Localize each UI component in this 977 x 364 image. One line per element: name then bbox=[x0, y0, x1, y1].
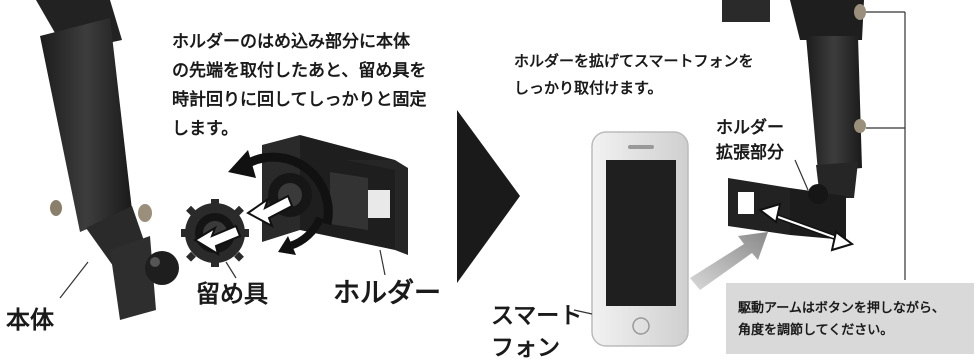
note-box bbox=[726, 283, 974, 354]
step2-instruction: ホルダーを拡げてスマートフォンを しっかり取付けます。 bbox=[514, 48, 754, 102]
adjustment-note-line: 角度を調節してください。 bbox=[738, 323, 894, 338]
step-forward-triangle-icon bbox=[457, 110, 520, 283]
step1-instruction-line: 時計回りに回してしっかりと固定 bbox=[172, 90, 427, 110]
holder-extension-label: ホルダー 拡張部分 bbox=[716, 116, 784, 166]
smartphone bbox=[573, 131, 689, 347]
adjustment-note-line: 駆動アームはボタンを押しながら、 bbox=[738, 301, 945, 316]
main-body-arm bbox=[36, 0, 179, 320]
extend-double-arrow-icon bbox=[757, 202, 855, 252]
holder-extension-label-line: 拡張部分 bbox=[716, 143, 784, 163]
step1-instruction: ホルダーのはめ込み部分に本体 の先端を取付したあと、留め具を 時計回りに回してし… bbox=[172, 28, 427, 144]
smartphone-label: スマート フォン bbox=[491, 300, 582, 364]
holder-extension-label-line: ホルダー bbox=[716, 118, 784, 138]
step1-instruction-line: の先端を取付したあと、留め具を bbox=[172, 61, 427, 81]
step1-instruction-line: ホルダーのはめ込み部分に本体 bbox=[172, 32, 410, 52]
insert-arrow-icon bbox=[193, 194, 294, 257]
smartphone-label-line: スマート bbox=[491, 303, 583, 329]
step2-instruction-line: ホルダーを拡げてスマートフォンを bbox=[514, 52, 754, 70]
step1-instruction-line: します。 bbox=[172, 119, 239, 139]
smartphone-label-line: フォン bbox=[491, 335, 560, 361]
step2-instruction-line: しっかり取付けます。 bbox=[514, 79, 663, 97]
clip-label: 留め具 bbox=[196, 280, 268, 308]
instruction-illustration bbox=[36, 0, 906, 347]
mounted-arm bbox=[722, 0, 906, 280]
body-label: 本体 bbox=[6, 306, 54, 334]
holder-label: ホルダー bbox=[333, 278, 441, 309]
rotate-clockwise-arrow-icon bbox=[228, 150, 333, 255]
adjustment-note: 駆動アームはボタンを押しながら、 角度を調節してください。 bbox=[738, 298, 945, 342]
insert-phone-arrow-icon bbox=[690, 232, 768, 290]
